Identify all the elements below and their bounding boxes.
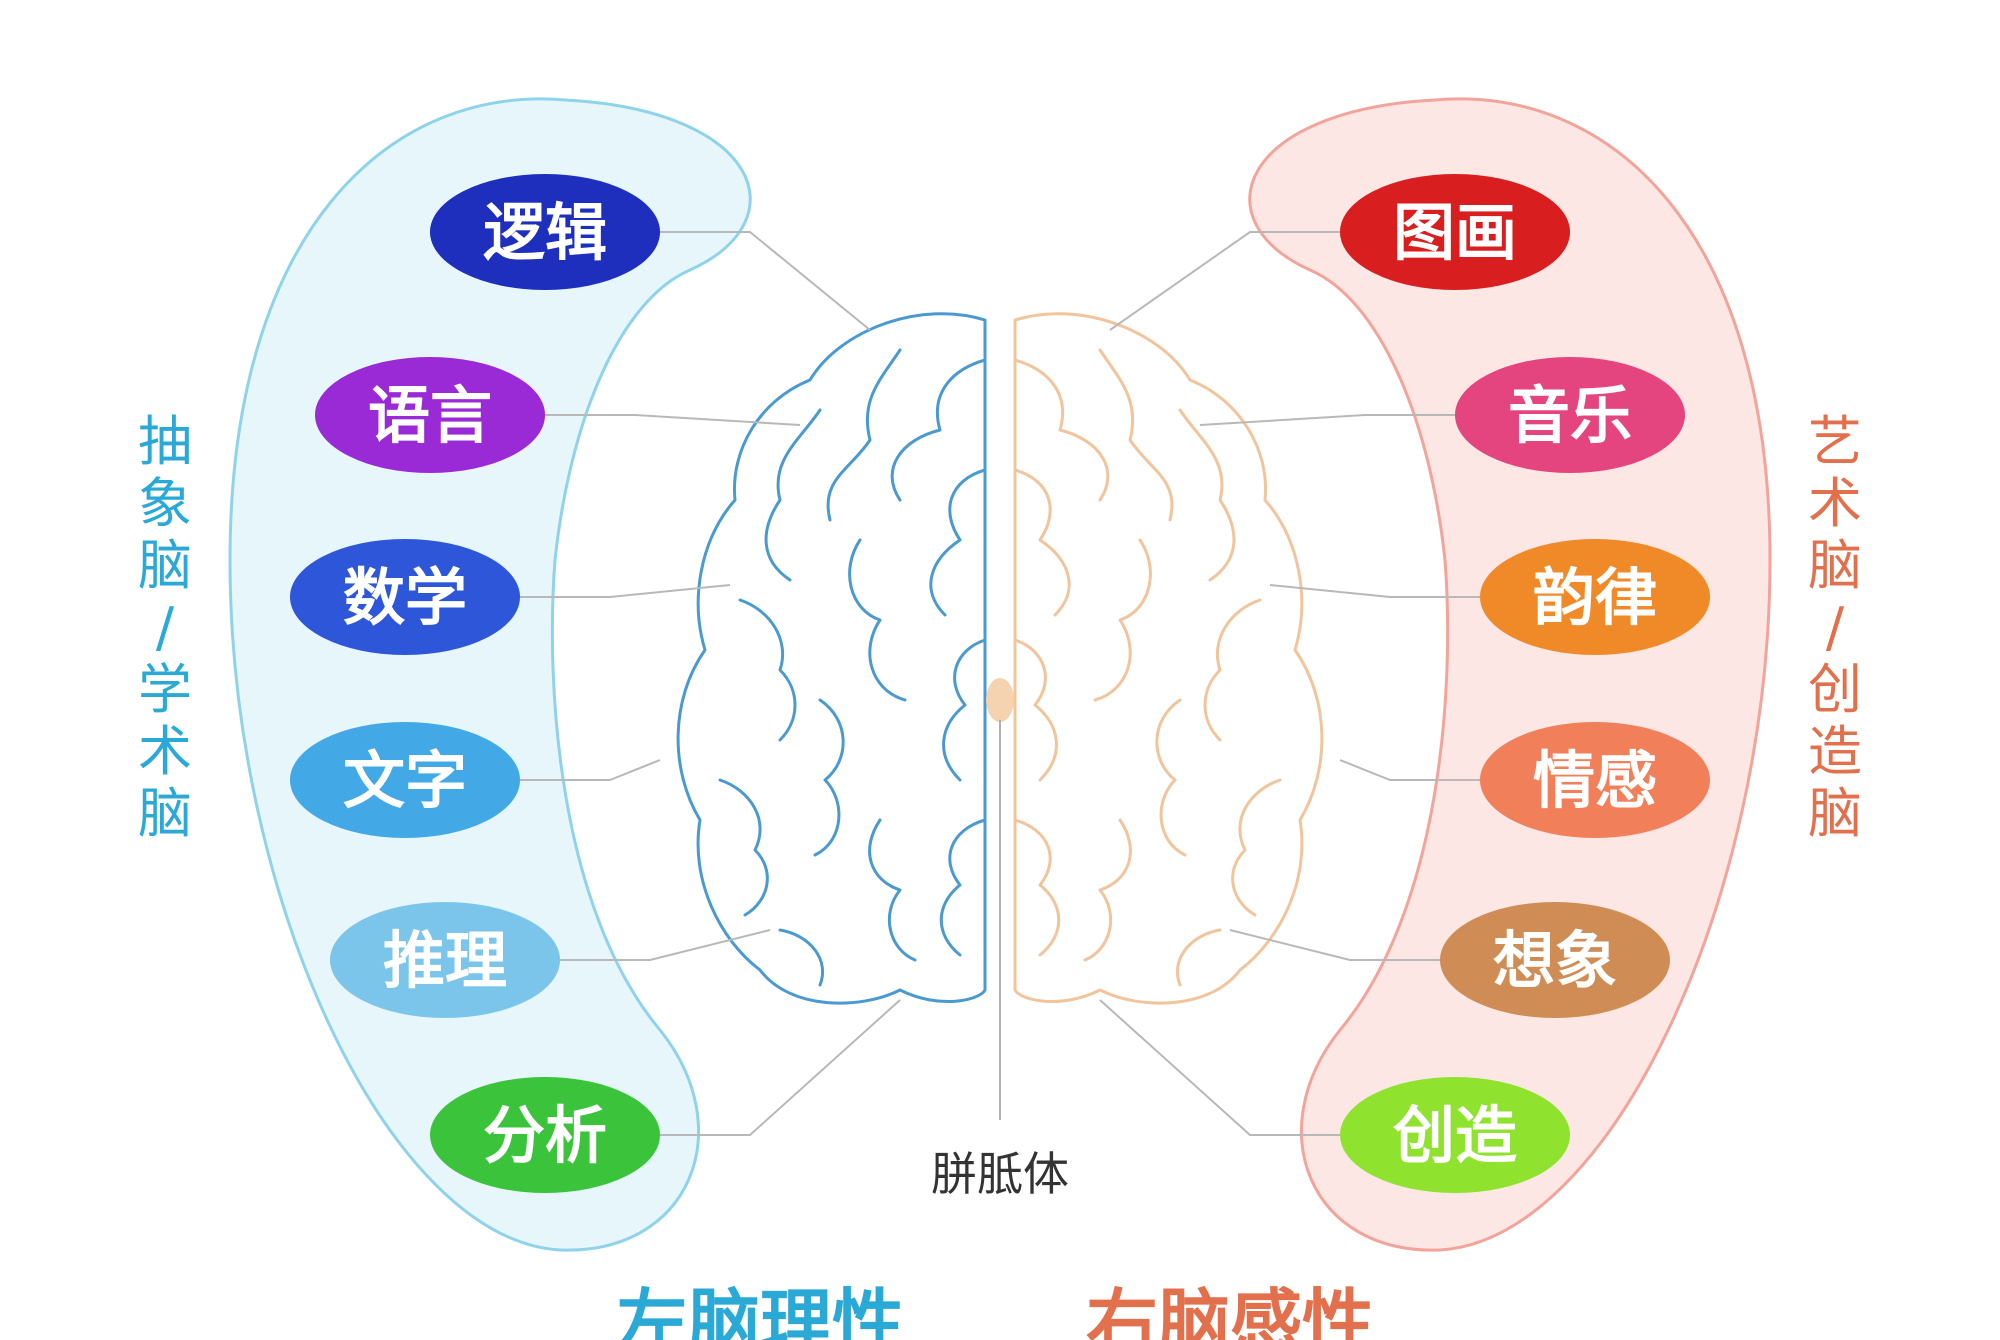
right-connector-1 <box>1199 414 1455 426</box>
right-skill-label-0: 图画 <box>1393 196 1517 269</box>
left-connector-1 <box>545 414 801 426</box>
left-side-char-1: 象 <box>138 472 192 535</box>
left-side-char-4: 学 <box>138 658 192 721</box>
left-skill-label-4: 推理 <box>383 924 507 997</box>
left-connector-5 <box>660 999 901 1136</box>
left-skill-0: 逻辑 <box>430 174 660 290</box>
corpus-callosum-marker <box>986 678 1014 722</box>
right-hemisphere <box>1013 312 1324 1005</box>
right-skill-label-4: 想象 <box>1493 924 1617 997</box>
left-skill-oval-3 <box>290 722 520 838</box>
right-side-char-4: 创 <box>1808 658 1862 721</box>
right-skill-3: 情感 <box>1480 722 1710 838</box>
right-skill-label-2: 韵律 <box>1533 561 1657 634</box>
right-connector-0 <box>1109 231 1340 331</box>
left-skill-oval-5 <box>430 1077 660 1193</box>
right-skill-2: 韵律 <box>1480 539 1710 655</box>
right-side-char-3: / <box>1826 596 1845 659</box>
left-connector-4 <box>560 929 771 961</box>
right-connector-3 <box>1339 759 1480 781</box>
left-skill-label-3: 文字 <box>343 744 467 817</box>
right-skill-label-3: 情感 <box>1533 744 1657 817</box>
right-connector-2 <box>1269 584 1480 598</box>
right-skill-4: 想象 <box>1440 902 1670 1018</box>
left-side-char-0: 抽 <box>138 410 192 473</box>
right-skill-oval-5 <box>1340 1077 1570 1193</box>
left-skill-label-5: 分析 <box>483 1099 607 1172</box>
left-skill-oval-2 <box>290 539 520 655</box>
right-skill-oval-0 <box>1340 174 1570 290</box>
left-side-char-2: 脑 <box>138 534 192 597</box>
right-skill-label-1: 音乐 <box>1508 379 1632 452</box>
right-side-char-6: 脑 <box>1808 782 1862 845</box>
left-skill-1: 语言 <box>315 357 545 473</box>
right-skill-oval-2 <box>1480 539 1710 655</box>
left-skill-label-2: 数学 <box>343 561 467 634</box>
left-skill-2: 数学 <box>290 539 520 655</box>
left-side-char-6: 脑 <box>138 782 192 845</box>
left-hemisphere <box>676 312 987 1005</box>
right-skill-5: 创造 <box>1340 1077 1570 1193</box>
right-skill-oval-1 <box>1455 357 1685 473</box>
connector-lines <box>520 231 1480 1136</box>
left-side-char-3: / <box>156 596 175 659</box>
right-side-char-0: 艺 <box>1808 410 1862 473</box>
right-side-char-1: 术 <box>1808 472 1862 535</box>
right-skill-1: 音乐 <box>1455 357 1685 473</box>
left-skill-label-1: 语言 <box>368 379 492 452</box>
right-connector-4 <box>1229 929 1440 961</box>
right-skill-oval-4 <box>1440 902 1670 1018</box>
right-side-label: 艺术脑/创造脑 <box>1808 410 1862 845</box>
right-side-char-5: 造 <box>1808 720 1862 783</box>
right-skill-label-5: 创造 <box>1393 1099 1517 1172</box>
left-side-char-5: 术 <box>138 720 192 783</box>
left-skill-4: 推理 <box>330 902 560 1018</box>
right-connector-5 <box>1099 999 1340 1136</box>
left-skill-label-0: 逻辑 <box>483 196 607 269</box>
corpus-callosum-label: 胼胝体 <box>931 1147 1069 1201</box>
left-skill-oval-4 <box>330 902 560 1018</box>
left-connector-2 <box>520 584 731 598</box>
left-skill-oval-0 <box>430 174 660 290</box>
left-connector-0 <box>660 231 871 331</box>
right-caption: 右脑感性 <box>1086 1281 1374 1340</box>
left-skill-5: 分析 <box>430 1077 660 1193</box>
right-skill-oval-3 <box>1480 722 1710 838</box>
left-skill-oval-1 <box>315 357 545 473</box>
left-connector-3 <box>520 759 661 781</box>
left-skill-3: 文字 <box>290 722 520 838</box>
right-skill-0: 图画 <box>1340 174 1570 290</box>
left-side-label: 抽象脑/学术脑 <box>138 410 192 845</box>
right-side-char-2: 脑 <box>1808 534 1862 597</box>
left-caption: 左脑理性 <box>616 1281 904 1340</box>
